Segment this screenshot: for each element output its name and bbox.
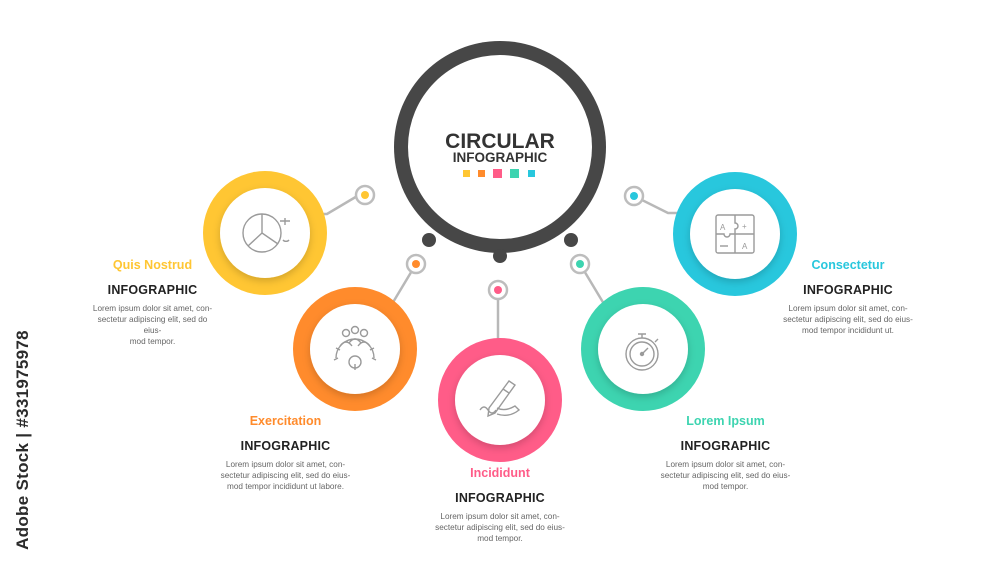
item-desc-1: Lorem ipsum dolor sit amet, con- sectetu…: [92, 304, 213, 346]
stopwatch-icon: [625, 333, 659, 371]
item-title-2: Exercitation: [249, 414, 322, 428]
svg-text:A: A: [742, 242, 748, 251]
svg-text:+: +: [742, 222, 747, 231]
item-subtitle-2: INFOGRAPHIC: [240, 439, 331, 453]
item-circle-5: A + A: [673, 172, 797, 296]
item-label-3: Incididunt INFOGRAPHIC Lorem ipsum dolor…: [430, 466, 570, 544]
connector-dot-2: [405, 253, 427, 275]
item-label-2: Exercitation INFOGRAPHIC Lorem ipsum dol…: [213, 414, 358, 492]
item-title-3: Incididunt: [470, 466, 530, 480]
center-circle: CIRCULAR INFOGRAPHIC: [394, 41, 606, 263]
center-title: CIRCULAR: [445, 130, 555, 153]
puzzle-icon: A + A: [715, 214, 755, 254]
pie-chart-icon: [242, 213, 290, 253]
connector-dots: [354, 184, 645, 301]
signature-pen-icon: [479, 380, 521, 418]
item-subtitle-5: INFOGRAPHIC: [803, 283, 893, 297]
item-desc-2: Lorem ipsum dolor sit amet, con- sectetu…: [220, 460, 351, 491]
center-subtitle: INFOGRAPHIC: [453, 150, 548, 165]
item-circle-1: [203, 171, 327, 295]
center-color-dots: [463, 169, 535, 178]
connector-dot-5: [623, 185, 645, 207]
item-circle-3: [438, 338, 562, 462]
item-title-1: Quis Nostrud: [112, 258, 193, 272]
connector-dot-4: [569, 253, 591, 275]
item-subtitle-1: INFOGRAPHIC: [107, 283, 198, 297]
connector-dot-1: [354, 184, 376, 206]
item-desc-4: Lorem ipsum dolor sit amet, con- sectetu…: [660, 460, 791, 491]
item-circle-4: [581, 287, 705, 411]
item-title-4: Lorem Ipsum: [686, 414, 765, 428]
svg-text:A: A: [720, 223, 726, 232]
connector-dot-3: [487, 279, 509, 301]
item-desc-3: Lorem ipsum dolor sit amet, con- sectetu…: [435, 512, 565, 543]
item-label-4: Lorem Ipsum INFOGRAPHIC Lorem ipsum dolo…: [653, 414, 798, 492]
watermark-text: Adobe Stock | #331975978: [13, 330, 32, 550]
item-desc-5: Lorem ipsum dolor sit amet, con- sectetu…: [783, 304, 913, 335]
stock-watermark: Adobe Stock | #331975978: [12, 330, 34, 550]
item-subtitle-4: INFOGRAPHIC: [680, 439, 771, 453]
item-label-1: Quis Nostrud INFOGRAPHIC Lorem ipsum dol…: [90, 258, 215, 347]
item-subtitle-3: INFOGRAPHIC: [455, 491, 545, 505]
item-label-5: Consectetur INFOGRAPHIC Lorem ipsum dolo…: [778, 258, 918, 336]
team-gear-icon: [333, 325, 377, 370]
item-title-5: Consectetur: [811, 258, 885, 272]
item-circle-2: [293, 287, 417, 411]
